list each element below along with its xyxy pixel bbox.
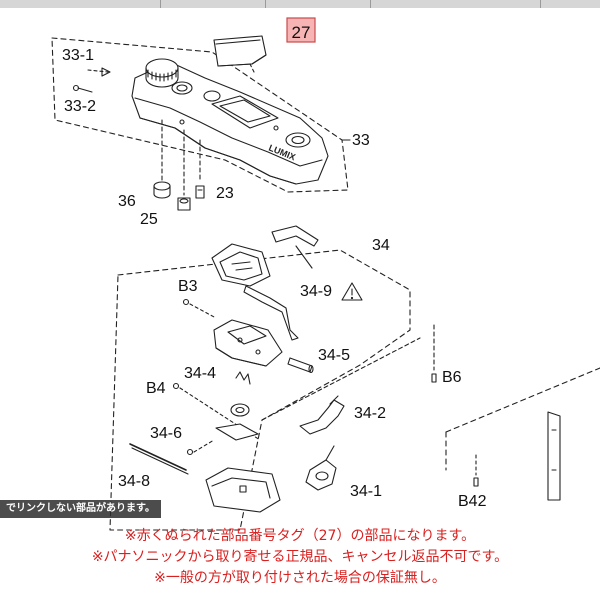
bottom-chassis-block xyxy=(205,467,281,513)
gear-part xyxy=(230,403,250,417)
toolbar-separator xyxy=(160,0,161,8)
part-label-34-4: 34-4 xyxy=(184,365,216,382)
assembly-33-outline xyxy=(51,37,349,193)
part-label-23: 23 xyxy=(216,185,234,202)
part-label-27: 27 xyxy=(292,23,311,42)
screw-B6 xyxy=(431,324,437,383)
warning-icon xyxy=(341,282,363,301)
toolbar-separator xyxy=(265,0,266,8)
right-panel-part xyxy=(547,411,561,501)
part-27-cover xyxy=(213,35,267,73)
part-label-25: 25 xyxy=(140,211,158,228)
part-label-B42: B42 xyxy=(458,493,487,510)
part-label-36: 36 xyxy=(118,193,136,210)
part-label-34-5: 34-5 xyxy=(318,347,350,364)
part-label-33: 33 xyxy=(352,132,370,149)
toolbar-separator xyxy=(370,0,371,8)
part-label-34-8: 34-8 xyxy=(118,473,150,490)
note-line-2: ※パナソニックから取り寄せる正規品、キャンセル返品不可です。 xyxy=(91,549,509,565)
part-34-6-lever xyxy=(186,423,259,456)
part-34-9-bracket xyxy=(271,225,319,269)
assembly-34-outline xyxy=(109,249,411,531)
top-toolbar-strip xyxy=(0,0,600,8)
part-36-knob xyxy=(153,181,171,199)
overlay-caption-bar: でリンクしない部品があります。 xyxy=(0,500,161,518)
part-34-1-knob xyxy=(305,445,337,491)
screw-33-1 xyxy=(87,67,111,77)
part-label-B4: B4 xyxy=(146,380,166,397)
screw-B3 xyxy=(182,298,217,319)
main-frame-block xyxy=(213,319,283,367)
screw-B42 xyxy=(473,454,479,487)
part-tag-27-highlight xyxy=(286,17,316,43)
part-34-8-rod xyxy=(129,443,189,475)
part-25-button xyxy=(177,197,191,211)
screw-33-2 xyxy=(72,84,93,93)
part-label-B6: B6 xyxy=(442,369,462,386)
part-34-5-cylinder xyxy=(287,357,314,374)
part-34-4-spring xyxy=(235,371,251,385)
part-label-34: 34 xyxy=(372,237,390,254)
toolbar-separator xyxy=(540,0,541,8)
right-section-outline xyxy=(445,367,600,433)
part-label-34-2: 34-2 xyxy=(354,405,386,422)
part-34-2-clip xyxy=(299,395,345,435)
note-line-1: ※赤くぬられた部品番号タグ（27）の部品になります。 xyxy=(124,528,476,544)
part-label-33-1: 33-1 xyxy=(62,47,94,64)
part-23-switch xyxy=(195,185,205,199)
leader-line xyxy=(261,337,421,421)
flex-module xyxy=(211,243,299,341)
part-label-34-1: 34-1 xyxy=(350,483,382,500)
note-line-3: ※一般の方が取り付けされた場合の保証無し。 xyxy=(154,570,446,586)
notes-block: ※赤くぬられた部品番号タグ（27）の部品になります。 ※パナソニックから取り寄せ… xyxy=(0,526,600,589)
part-label-B3: B3 xyxy=(178,278,198,295)
top-cover-body xyxy=(131,58,329,185)
part-label-34-9: 34-9 xyxy=(300,283,332,300)
part-label-33-2: 33-2 xyxy=(64,98,96,115)
part-label-34-6: 34-6 xyxy=(150,425,182,442)
